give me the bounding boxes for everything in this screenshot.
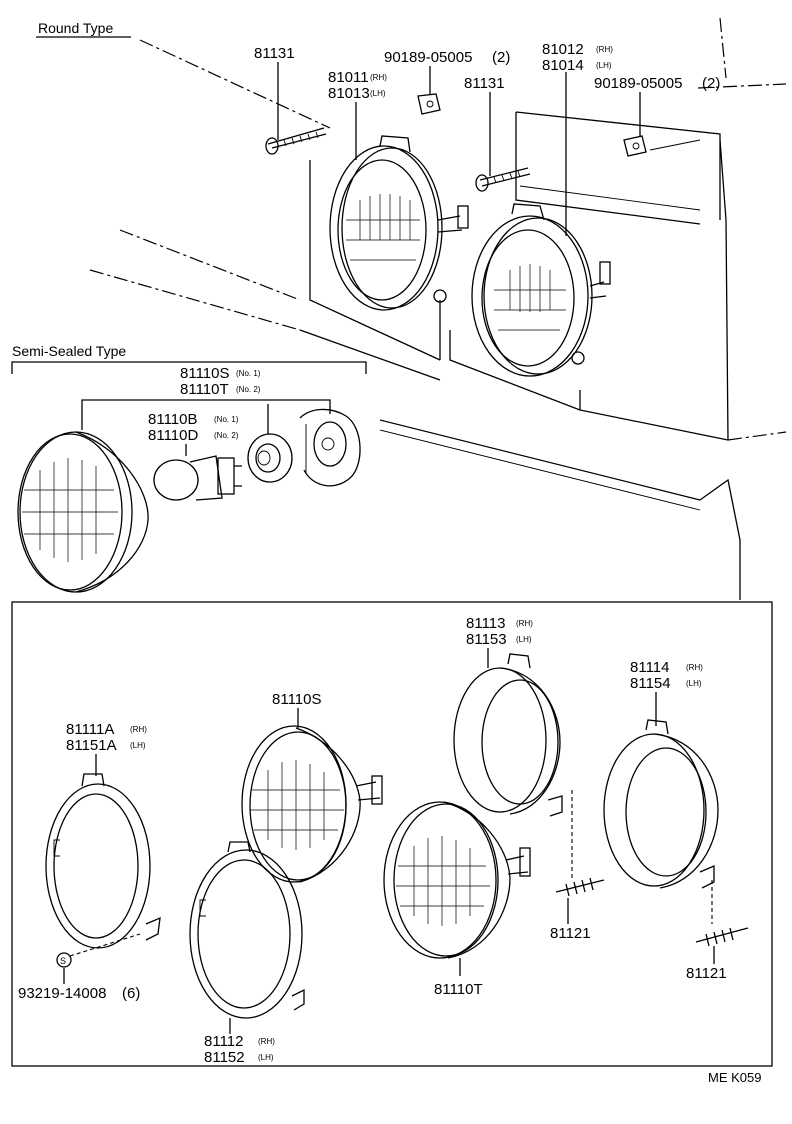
label-81154: 81154 [630, 675, 671, 692]
label-81110S-semi: 81110S [180, 365, 230, 382]
label-81131-left: 81131 [254, 45, 295, 62]
spring-81121-right [695, 927, 749, 947]
label-81110T-semi: 81110T [180, 381, 229, 398]
parts-box [11, 601, 773, 1067]
label-81011-sub: (RH) [370, 73, 387, 82]
label-81112: 81112 [204, 1033, 244, 1050]
label-90189-right-qty: (2) [702, 75, 720, 92]
label-81110T: 81110T [434, 981, 483, 998]
label-81113: 81113 [466, 615, 506, 632]
label-81011: 81011 [328, 69, 369, 86]
screw-81131-left [265, 127, 327, 155]
label-93219-qty: (6) [122, 985, 140, 1002]
label-81111A-sub: (RH) [130, 725, 147, 734]
label-81111A: 81111A [66, 721, 114, 738]
bulb-socket [247, 433, 293, 483]
label-81153: 81153 [466, 631, 507, 648]
label-81112-sub: (RH) [258, 1037, 275, 1046]
label-81014-sub: (LH) [596, 61, 612, 70]
label-81121-left: 81121 [550, 925, 591, 942]
diagram-code: ME K059 [708, 1070, 761, 1085]
bulb-cap [299, 408, 361, 487]
label-81110D: 81110D [148, 427, 198, 444]
clip-90189-left [417, 93, 441, 115]
label-81110S: 81110S [272, 691, 322, 708]
label-81012-sub: (RH) [596, 45, 613, 54]
label-81154-sub: (LH) [686, 679, 702, 688]
label-90189-right: 90189-05005 [594, 75, 682, 92]
label-81110T-semi-sub: (No. 2) [236, 385, 261, 394]
headlamp-unit-81012 [471, 203, 611, 377]
spring-81121-left [555, 877, 605, 897]
body-outline-top [139, 39, 331, 129]
label-81152-sub: (LH) [258, 1053, 274, 1062]
clip-90189-right [623, 135, 647, 157]
lamp-81110S [241, 725, 383, 883]
label-93219: 93219-14008 [18, 985, 106, 1002]
semi-sealed-bracket [11, 361, 367, 374]
label-81121-right: 81121 [686, 965, 727, 982]
label-81152: 81152 [204, 1049, 245, 1066]
ring-81111A [45, 773, 161, 949]
semi-sealed-lamp [17, 431, 149, 593]
label-81114-sub: (RH) [686, 663, 703, 672]
label-81013-sub: (LH) [370, 89, 386, 98]
label-81012: 81012 [542, 41, 584, 58]
ring-81112 [189, 841, 305, 1019]
semi-sealed-heading: Semi-Sealed Type [12, 343, 126, 359]
label-81013: 81013 [328, 85, 370, 102]
label-81151A: 81151A [66, 737, 117, 754]
lamp-81110T [383, 801, 531, 959]
bulb-81110B [153, 455, 242, 501]
screw-93219-mark: S [60, 956, 66, 966]
label-81114: 81114 [630, 659, 670, 676]
label-90189-left-qty: (2) [492, 49, 510, 66]
label-81110D-sub: (No. 2) [214, 431, 239, 440]
label-81151A-sub: (LH) [130, 741, 146, 750]
label-81153-sub: (LH) [516, 635, 532, 644]
screw-81131-right [475, 167, 531, 192]
label-81110B-sub: (No. 1) [214, 415, 239, 424]
headlamp-unit-81011 [329, 135, 469, 311]
ring-81114 [603, 719, 719, 889]
label-81014: 81014 [542, 57, 584, 74]
vehicle-body-outline [89, 17, 787, 600]
label-81110B: 81110B [148, 411, 198, 428]
label-81110S-semi-sub: (No. 1) [236, 369, 261, 378]
ring-81113 [453, 653, 563, 817]
label-81131-right: 81131 [464, 75, 505, 92]
label-81113-sub: (RH) [516, 619, 533, 628]
round-type-heading: Round Type [38, 20, 113, 36]
screw-93219: S [56, 933, 141, 984]
label-90189-left: 90189-05005 [384, 49, 472, 66]
